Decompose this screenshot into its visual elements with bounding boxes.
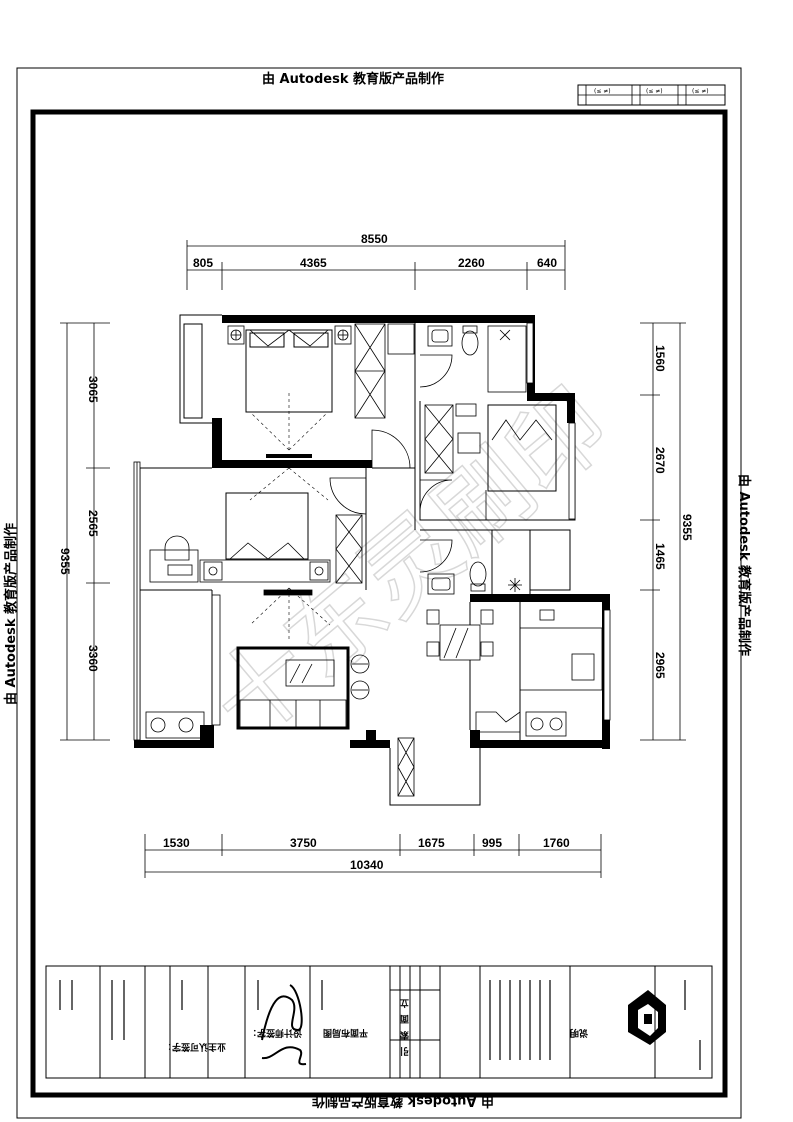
dim-top-seg-4: 640 bbox=[537, 256, 557, 270]
dim-right-total: 9355 bbox=[680, 514, 694, 541]
dim-left-total: 9355 bbox=[58, 548, 72, 575]
cabinet-row bbox=[199, 514, 363, 584]
dining-table bbox=[426, 609, 494, 661]
master-bed bbox=[245, 329, 333, 413]
dim-bottom-seg-3: 1675 bbox=[418, 836, 445, 850]
tv-icon bbox=[266, 454, 312, 458]
outer-sheet-border bbox=[16, 67, 742, 1119]
shoe-cabinet bbox=[145, 711, 205, 739]
stamp-watermark: 十东灵刷印 bbox=[190, 366, 631, 762]
dim-bottom-seg-5: 1760 bbox=[543, 836, 570, 850]
wardrobe bbox=[354, 323, 415, 419]
index-mark-4: 引 bbox=[400, 1045, 409, 1057]
dim-right-seg-3: 1465 bbox=[653, 543, 667, 570]
title-block-text: 平面布局图 说明 设计师签字： 业主认可签字： 立 面 索 引 bbox=[163, 997, 588, 1057]
dim-top-seg-1: 805 bbox=[193, 256, 213, 270]
dim-left-seg-2: 2565 bbox=[86, 510, 100, 537]
dim-right-seg-1: 1560 bbox=[653, 345, 667, 372]
title-block-fine-print bbox=[59, 980, 701, 1070]
dim-top-seg-3: 2260 bbox=[458, 256, 485, 270]
second-bed bbox=[225, 492, 309, 560]
signature-scribble bbox=[261, 984, 307, 1066]
nightstand-lamp-icon bbox=[227, 325, 352, 345]
notes-heading: 说明 bbox=[570, 1027, 588, 1039]
desk-chair bbox=[149, 535, 199, 583]
edu-watermark-right: 由 Autodesk 教育版产品制作 bbox=[736, 474, 752, 656]
revision-cell-3: (≤ ≠) bbox=[692, 88, 709, 95]
dimension-left bbox=[60, 322, 110, 741]
dim-bottom-seg-2: 3750 bbox=[290, 836, 317, 850]
entry-cabinet bbox=[397, 711, 521, 797]
dim-bottom-seg-4: 995 bbox=[482, 836, 502, 850]
index-mark-1: 立 bbox=[400, 997, 409, 1009]
company-logo-icon bbox=[628, 990, 666, 1045]
index-mark-3: 索 bbox=[400, 1029, 409, 1041]
doors bbox=[329, 354, 487, 573]
right-bed bbox=[487, 404, 557, 492]
revision-table: (≤ ≠) (≤ ≠) (≤ ≠) bbox=[577, 84, 726, 106]
stamp-watermark-text: 十东灵刷印 bbox=[191, 367, 631, 761]
edu-watermark-top: 由 Autodesk 教育版产品制作 bbox=[262, 71, 444, 87]
revision-cell-1: (≤ ≠) bbox=[594, 88, 611, 95]
drawing-title: 平面布局图 bbox=[323, 1027, 368, 1039]
index-mark-2: 面 bbox=[400, 1013, 409, 1024]
edu-watermark-left: 由 Autodesk 教育版产品制作 bbox=[3, 523, 19, 705]
sofa-set bbox=[236, 646, 370, 730]
revision-cell-2: (≤ ≠) bbox=[646, 88, 663, 95]
dim-right-seg-4: 2965 bbox=[653, 652, 667, 679]
tv-cabinet bbox=[211, 589, 313, 726]
dimension-bottom bbox=[144, 834, 602, 878]
windows bbox=[133, 322, 611, 741]
dim-top-seg-2: 4365 bbox=[300, 256, 327, 270]
bathroom-fixtures bbox=[427, 325, 527, 595]
dim-top-total: 8550 bbox=[361, 232, 388, 246]
title-block bbox=[45, 965, 713, 1079]
dim-bottom-total: 10340 bbox=[350, 858, 384, 872]
dim-right-seg-2: 2670 bbox=[653, 447, 667, 474]
inner-frame-border bbox=[30, 109, 728, 1098]
edu-watermark-bottom: 由 Autodesk 教育版产品制作 bbox=[312, 1093, 494, 1109]
dim-bottom-seg-1: 1530 bbox=[163, 836, 190, 850]
dim-left-seg-3: 3360 bbox=[86, 645, 100, 672]
designer-signature-label: 设计师签字： bbox=[248, 1027, 302, 1039]
dimension-right bbox=[640, 322, 686, 741]
right-bedroom-desk bbox=[424, 403, 481, 474]
kitchen-counter bbox=[519, 609, 603, 737]
dimension-top bbox=[186, 240, 566, 290]
client-approval-label: 业主认可签字： bbox=[163, 1041, 226, 1053]
dim-left-seg-1: 3065 bbox=[86, 376, 100, 403]
